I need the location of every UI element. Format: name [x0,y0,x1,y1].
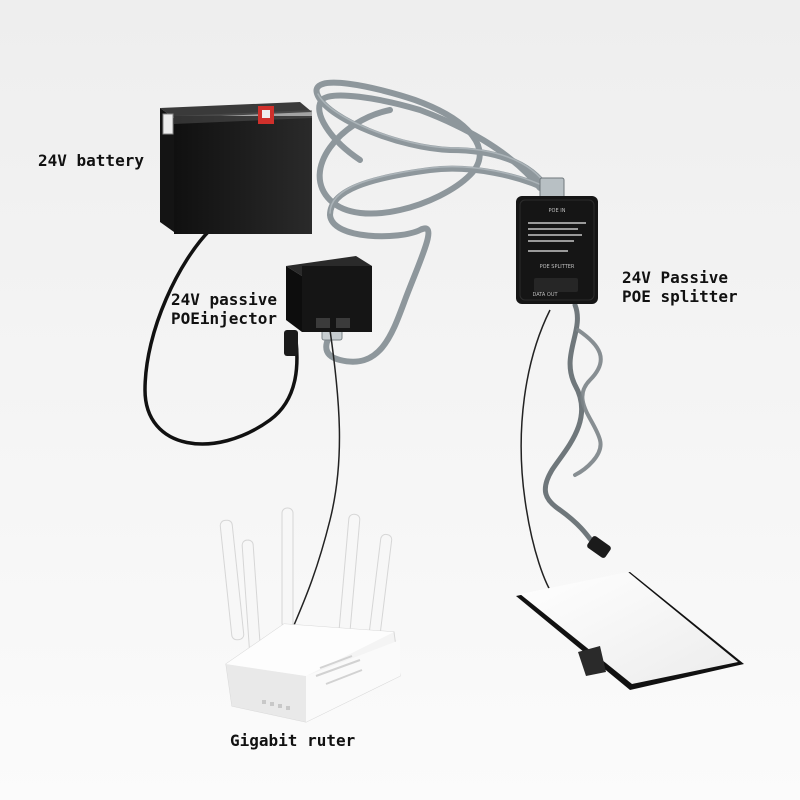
poe-splitter: POE IN POE SPLITTER DATA OUT [516,196,598,304]
ethernet-plug-splitter [539,177,565,199]
injector-label: 24V passive POEinjector [171,290,277,328]
dc-barrel-plug-injector [284,330,298,356]
dc-barrel-plug-splitter [587,536,611,558]
splitter-printed-top: POE IN [549,208,566,214]
injector-label-line-2: POEinjector [171,309,277,328]
satellite-dish [516,572,744,690]
lan-line-dish [520,309,556,599]
router-antennas [219,507,393,661]
battery-label: 24V battery [38,151,144,170]
splitter-label: 24V Passive POE splitter [622,268,738,306]
splitter-label-line-2: POE splitter [622,287,738,306]
poe-injector [286,256,372,332]
splitter-printed-bottom: DATA OUT [532,292,558,298]
battery [160,102,312,234]
dc-wire-battery [143,228,299,446]
dish-mount [578,646,606,676]
splitter-output-cable [542,302,603,555]
injector-label-line-1: 24V passive [171,290,277,309]
ethernet-cable [313,79,555,365]
splitter-label-line-1: 24V Passive [622,268,728,287]
battery-terminal-negative [162,113,174,135]
splitter-printed-tag: POE SPLITTER [540,264,575,270]
gigabit-router [219,507,401,723]
lan-line-router [291,329,341,631]
router-label: Gigabit ruter [230,731,356,750]
